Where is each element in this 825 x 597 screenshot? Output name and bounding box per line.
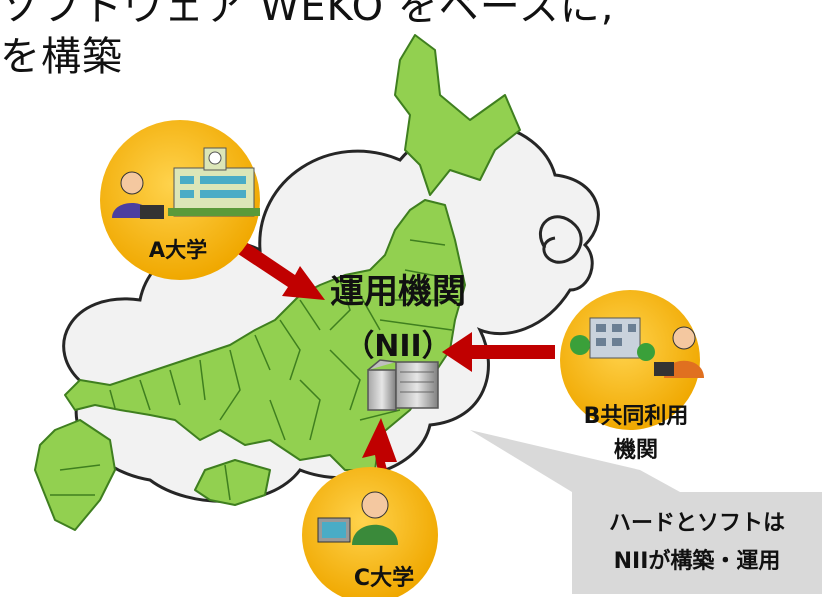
node-b-label-line1: B共同利用 (584, 404, 689, 429)
node-c (302, 467, 438, 597)
callout-line-1: ハードとソフトは (608, 511, 785, 536)
cloud-swirl (538, 215, 583, 264)
japan-map (34, 34, 521, 531)
heading-line-2: を構築 (0, 34, 123, 80)
prefecture-lines (50, 239, 460, 501)
office-building-icon (570, 317, 655, 361)
center-label-line2: （NII） (344, 329, 451, 364)
center-label-line1: 運用機関 (330, 272, 466, 312)
heading-line-1: ソフトウェア WEKO をベースに, (0, 0, 615, 30)
callout-line-2: NIIが構築・運用 (613, 549, 781, 574)
server-icon (367, 359, 439, 411)
node-b-label-line2: 機関 (614, 438, 658, 463)
arrow-from-a (232, 238, 325, 300)
node-a (100, 120, 260, 280)
node-b (560, 290, 704, 430)
arrow-from-b (442, 332, 555, 372)
node-a-label: A大学 (149, 238, 207, 262)
person-laptop-icon (112, 171, 164, 219)
person-laptop-icon (654, 326, 704, 378)
node-c-label: C大学 (354, 565, 414, 591)
person-monitor-icon (317, 491, 398, 545)
school-building-icon (168, 147, 260, 217)
callout-box (470, 430, 822, 594)
callout-text: ハードとソフトは NIIが構築・運用 (572, 492, 822, 594)
